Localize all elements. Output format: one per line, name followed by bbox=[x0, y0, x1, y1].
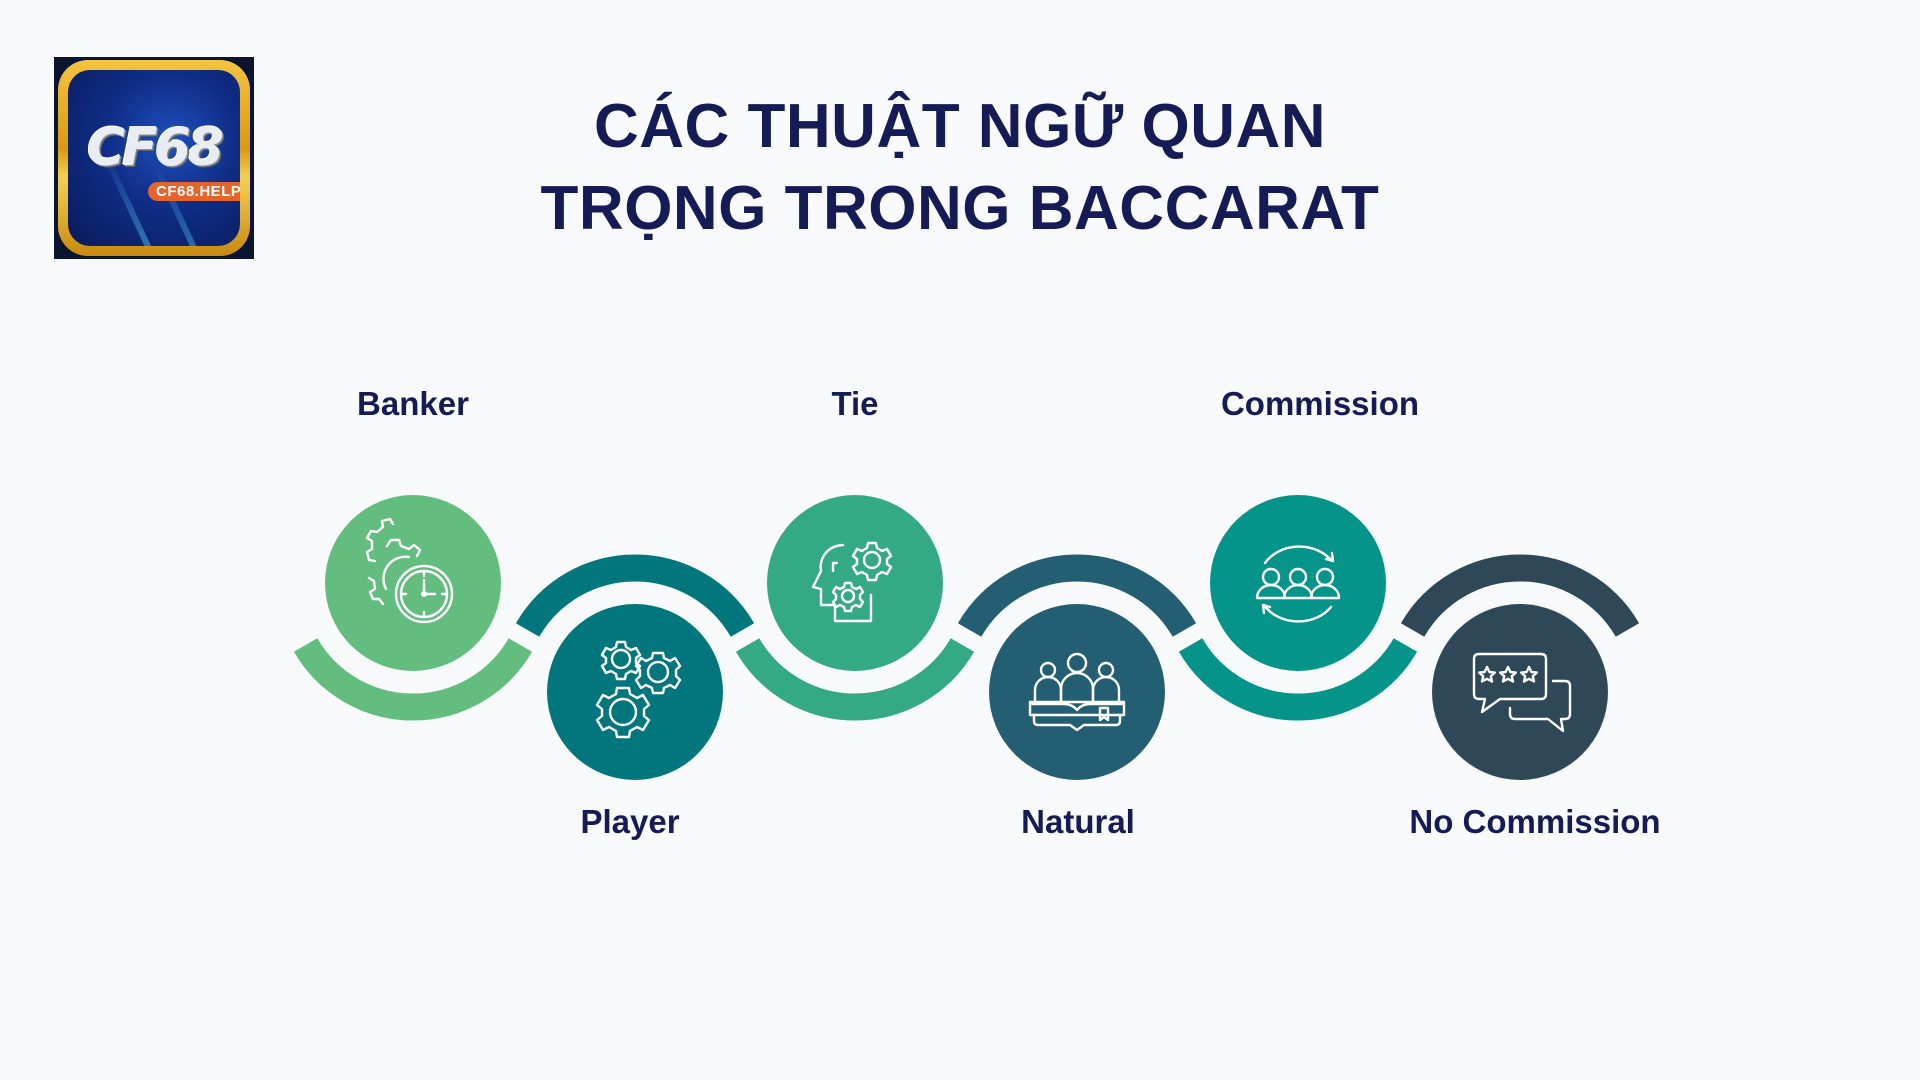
gear-clock-icon bbox=[365, 517, 454, 624]
natural-arc bbox=[957, 554, 1197, 637]
tie-arc bbox=[735, 638, 975, 721]
page-title: CÁC THUẬT NGỮ QUAN TRỌNG TRONG BACCARAT bbox=[0, 86, 1920, 250]
tie-circle bbox=[767, 495, 943, 671]
label-banker: Banker bbox=[357, 385, 469, 422]
label-player: Player bbox=[580, 803, 680, 840]
player-circle bbox=[547, 604, 723, 780]
head-gears-icon bbox=[811, 541, 893, 623]
title-line-1: CÁC THUẬT NGỮ QUAN bbox=[593, 92, 1327, 161]
banker-circle bbox=[325, 495, 501, 671]
cf68-logo: CF68 CF68.HELP bbox=[54, 57, 254, 259]
label-commission: Commission bbox=[1220, 385, 1420, 422]
commission-arc bbox=[1178, 638, 1418, 721]
logo-badge: CF68.HELP bbox=[148, 182, 240, 201]
title-line-2: TRỌNG TRONG BACCARAT bbox=[540, 174, 1380, 243]
no-commission-arc bbox=[1400, 554, 1640, 637]
rating-chat-icon bbox=[1472, 652, 1572, 733]
label-no-commission: No Commission bbox=[1409, 803, 1661, 840]
player-arc bbox=[515, 554, 755, 637]
logo-background: CF68 CF68.HELP bbox=[68, 70, 240, 246]
banker-arc bbox=[293, 638, 533, 721]
label-natural: Natural bbox=[1021, 803, 1135, 840]
logo-frame: CF68 CF68.HELP bbox=[58, 60, 250, 256]
commission-circle bbox=[1210, 495, 1386, 671]
natural-circle bbox=[989, 604, 1165, 780]
group-book-icon bbox=[1028, 652, 1126, 732]
label-tie: Tie bbox=[831, 385, 879, 422]
logo-brand-text: CF68 bbox=[86, 118, 224, 178]
gears-icon bbox=[595, 640, 682, 739]
team-cycle-icon bbox=[1255, 545, 1341, 623]
no-commission-circle bbox=[1432, 604, 1608, 780]
